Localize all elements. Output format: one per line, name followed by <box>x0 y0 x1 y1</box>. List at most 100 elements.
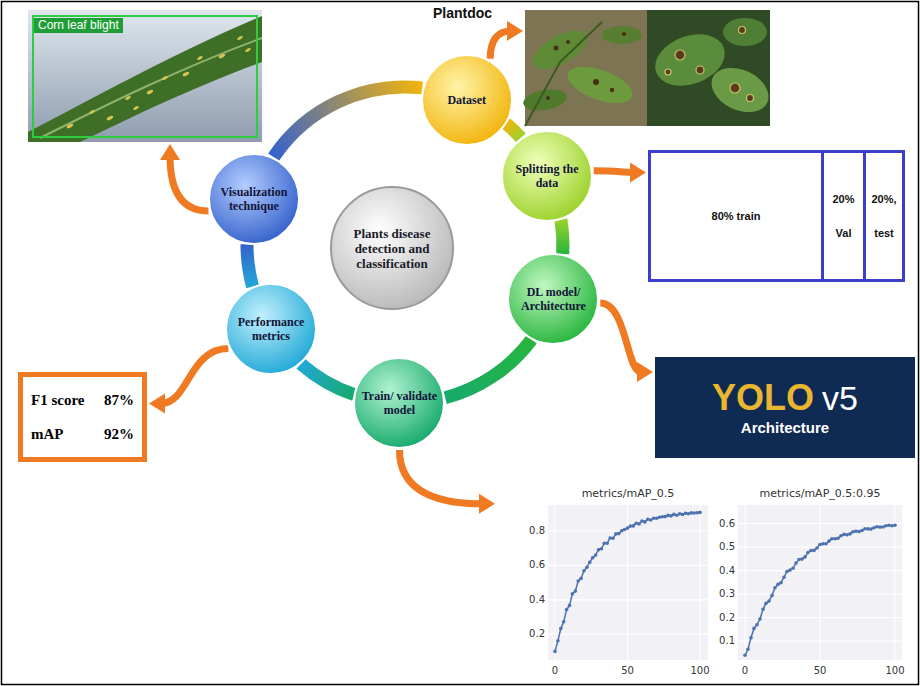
training-plots <box>699 505 700 660</box>
axis-tick: 0 <box>742 665 748 677</box>
training-plots <box>764 602 768 606</box>
node-text: 87% <box>104 391 134 409</box>
axis-tick: 0.6 <box>719 518 735 530</box>
dataset-photos: Plantdoc <box>525 10 770 126</box>
training-plots <box>815 546 819 550</box>
circle-fill <box>422 55 512 145</box>
node-text: mAP <box>31 425 84 443</box>
training-plots <box>894 505 895 660</box>
node-text: 92% <box>104 425 134 443</box>
corn-leaf-picture <box>218 53 226 59</box>
training-plots <box>767 599 771 603</box>
training-plots <box>836 536 840 540</box>
logo-row: YOLOv5 <box>712 378 858 418</box>
circle-fill <box>209 154 299 244</box>
node-text: YOLO <box>712 377 814 418</box>
node-text: v5 <box>822 379 858 417</box>
training-plots <box>588 560 592 564</box>
plant-photos <box>563 59 637 110</box>
node-text: test <box>874 226 894 240</box>
training-plots <box>758 617 762 621</box>
axis-tick: 0.4 <box>529 594 545 606</box>
plant-photos <box>602 26 642 44</box>
training-plots <box>779 581 783 585</box>
training-plots <box>582 569 586 573</box>
result-image: Corn leaf blight <box>28 10 262 142</box>
plant-photos <box>704 59 775 121</box>
flow-arrow <box>600 303 641 372</box>
plant-photos <box>739 27 746 34</box>
training-plots <box>851 530 855 534</box>
training-plots <box>562 620 566 624</box>
training-plots <box>579 577 583 581</box>
training-plots <box>556 639 560 643</box>
circle-fill <box>502 131 592 221</box>
metrics-box: F1 score 87% mAP 92% <box>18 372 147 462</box>
training-plots <box>770 594 774 598</box>
corn-leaf-picture <box>162 75 169 80</box>
corn-leaf-picture <box>197 55 204 60</box>
training-plots <box>819 505 820 660</box>
ring-segment <box>301 364 354 395</box>
flow-arrow <box>161 349 228 404</box>
axis-tick: 0.2 <box>719 612 735 624</box>
training-plots <box>698 511 702 515</box>
training-plots <box>553 650 557 654</box>
corn-leaf-picture <box>66 123 74 129</box>
node-text: Plantdoc <box>433 5 492 22</box>
ring-segment <box>274 87 423 157</box>
node-text: Plants disease detection and classificat… <box>340 226 444 271</box>
node-text: Val <box>836 226 852 240</box>
training-plots <box>554 505 555 660</box>
process-circle: DL model/ Architecture <box>507 253 599 345</box>
circle-fill <box>354 358 444 448</box>
training-plots <box>833 537 837 541</box>
circle-fill <box>331 187 453 309</box>
axis-tick: 0 <box>552 665 558 677</box>
axis-tick: 0.4 <box>719 565 735 577</box>
training-plots <box>555 512 700 651</box>
node-text: Visualization technique <box>212 185 296 213</box>
text-holder: Visualization technique <box>212 185 296 213</box>
node-text: Splitting the data <box>505 162 589 190</box>
training-charts: metrics/mAP_0.5metrics/mAP_0.5:0.95 <box>497 484 910 682</box>
training-plots <box>594 553 598 557</box>
plant-photos <box>723 18 767 46</box>
node-text: F1 score <box>31 391 84 409</box>
training-plots <box>743 523 897 657</box>
training-plots <box>848 532 852 536</box>
training-plots <box>827 539 831 543</box>
training-plots <box>755 623 759 627</box>
ring-segment <box>445 340 531 398</box>
training-plots <box>824 542 828 546</box>
corn-leaf-picture <box>237 35 244 40</box>
flow-arrow <box>400 450 484 504</box>
text-holder: Splitting the data <box>505 162 589 190</box>
flow-arrow <box>594 171 634 173</box>
training-plots <box>744 505 745 660</box>
training-plots <box>738 505 902 660</box>
ring-segment <box>561 220 563 254</box>
training-plots <box>800 557 804 561</box>
node-text: Train/ validate model <box>357 389 441 417</box>
process-circle: Performance metrics <box>225 283 317 375</box>
hub-circle: Plants disease detection and classificat… <box>330 186 454 310</box>
training-plots <box>553 511 702 654</box>
training-plots <box>548 505 708 660</box>
training-plots <box>600 547 604 551</box>
plant-photos <box>675 50 685 60</box>
corn-leaf-picture <box>28 16 262 142</box>
plant-photos <box>566 40 570 44</box>
arrow-head <box>479 494 495 514</box>
process-circle: Train/ validate model <box>353 357 445 449</box>
training-plots <box>637 522 641 526</box>
axis-tick: 50 <box>621 665 634 677</box>
training-plots <box>773 586 777 590</box>
training-plots <box>788 568 792 572</box>
corn-leaf-picture <box>106 115 114 121</box>
training-plots <box>749 636 753 640</box>
process-circle: Dataset <box>421 54 513 146</box>
split-cell: 20%,test <box>863 153 902 279</box>
training-plots <box>632 524 636 528</box>
